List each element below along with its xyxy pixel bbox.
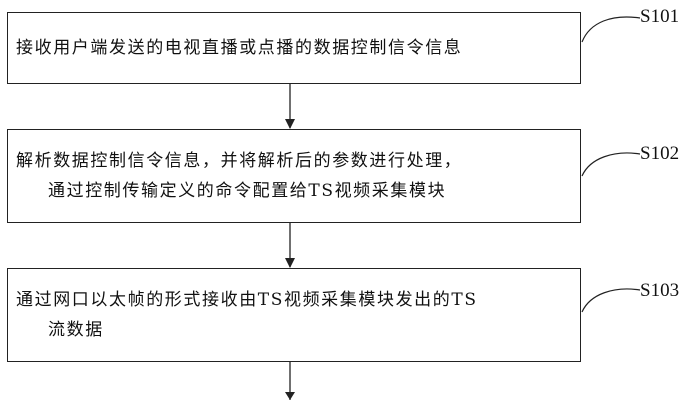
step-text-s103-line1: 通过网口以太帧的形式接收由TS视频采集模块发出的TS (16, 290, 478, 310)
step-box-s103: 通过网口以太帧的形式接收由TS视频采集模块发出的TS 流数据 (7, 268, 581, 362)
leader-line-s101 (581, 16, 641, 43)
leader-line-s103 (581, 288, 641, 313)
step-label-s102: S102 (640, 143, 680, 164)
step-label-s103: S103 (640, 280, 680, 301)
step-box-s102: 解析数据控制信令信息，并将解析后的参数进行处理， 通过控制传输定义的命令配置给T… (7, 129, 581, 223)
step-text-s102-line1: 解析数据控制信令信息，并将解析后的参数进行处理， (16, 151, 463, 171)
step-label-s101: S101 (640, 6, 680, 27)
arrowhead-s103-to-next (285, 392, 295, 400)
step-text-s102-line2: 通过控制传输定义的命令配置给TS视频采集模块 (48, 181, 447, 201)
step-box-s101: 接收用户端发送的电视直播或点播的数据控制信令信息 (7, 12, 581, 84)
step-text-s101-line1: 接收用户端发送的电视直播或点播的数据控制信令信息 (16, 38, 463, 58)
step-text-s103-line2: 流数据 (48, 320, 104, 340)
leader-line-s102 (581, 152, 641, 177)
